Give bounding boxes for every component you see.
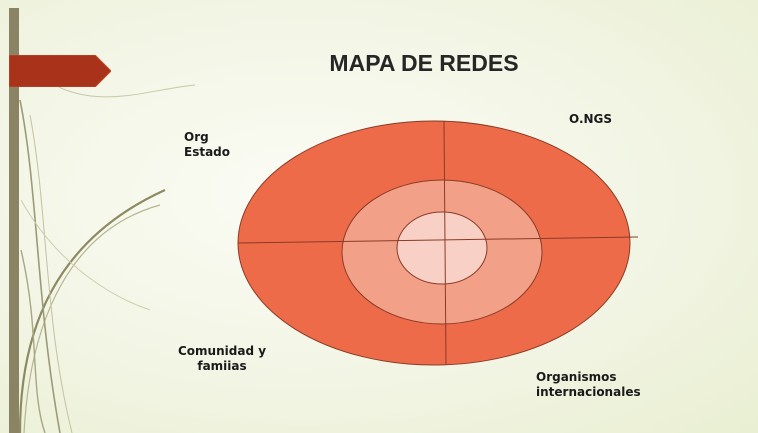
horizontal-divider <box>237 236 639 244</box>
swoosh-curve <box>20 249 46 433</box>
label-organismos-internacionales: Organismos internacionales <box>536 370 641 400</box>
swoosh-curve <box>29 114 73 433</box>
label-line: famiias <box>197 359 247 373</box>
pentagon-arrow-shape <box>9 55 111 87</box>
label-line: O.NGS <box>569 112 613 126</box>
label-org-estado: Org Estado <box>184 130 230 160</box>
swoosh-curve <box>20 199 151 311</box>
label-comunidad-familias: Comunidad y famiias <box>178 344 266 374</box>
left-accent-bar <box>9 8 19 433</box>
label-line: Estado <box>184 145 231 159</box>
swoosh-decoration <box>18 59 196 433</box>
label-line: Organismos <box>536 370 617 384</box>
label-ongs: O.NGS <box>569 112 612 127</box>
label-line: Org <box>184 130 209 144</box>
vertical-divider <box>443 120 447 366</box>
slide-title: MAPA DE REDES <box>329 50 519 76</box>
label-line: Comunidad y <box>178 344 267 358</box>
label-line: internacionales <box>536 385 641 399</box>
inner-ring <box>396 211 488 285</box>
swoosh-curve <box>23 204 161 433</box>
swoosh-curve <box>19 99 61 433</box>
swoosh-curve <box>18 188 166 433</box>
